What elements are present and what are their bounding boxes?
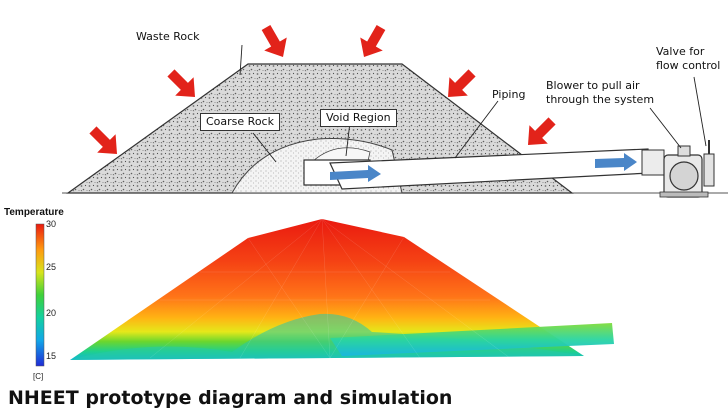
waste-rock-label: Waste Rock [136, 30, 200, 43]
red-arrow-icon [360, 25, 386, 57]
piping-label: Piping [492, 88, 526, 101]
valve-icon [703, 140, 715, 187]
temperature-colorbar [35, 223, 45, 367]
temperature-simulation [35, 218, 614, 367]
legend-unit: [C] [33, 372, 44, 381]
red-arrows [89, 25, 556, 154]
pipe-flange [641, 149, 665, 176]
red-arrow-icon [448, 69, 476, 97]
legend-tick: 30 [46, 219, 57, 229]
coarse-rock-label: Coarse Rock [200, 113, 280, 131]
void-region-label: Void Region [320, 109, 397, 127]
red-arrow-icon [167, 69, 195, 97]
leader-line [239, 44, 243, 76]
prototype-diagram [62, 25, 728, 198]
flow-arrow-icon [595, 153, 637, 171]
red-arrow-icon [261, 25, 287, 57]
pipe-heat [330, 323, 614, 356]
leader-line [454, 100, 499, 159]
mesh-lines [149, 218, 511, 359]
leader-line [693, 76, 707, 147]
legend-tick: 20 [46, 308, 57, 318]
legend-tick: 15 [46, 351, 57, 361]
figure-caption: NHEET prototype diagram and simulation [8, 387, 453, 409]
blower-icon [659, 145, 709, 198]
valve-label: Valve for flow control [656, 45, 721, 72]
leader-line [345, 121, 351, 157]
red-arrow-icon [528, 117, 556, 145]
legend-tick: 25 [46, 262, 57, 272]
heat-map-pile [70, 219, 584, 360]
leader-line [252, 132, 277, 163]
red-arrow-icon [89, 126, 117, 154]
leader-line [649, 107, 682, 149]
legend-title: Temperature [4, 207, 64, 218]
blower-label: Blower to pull air through the system [546, 79, 655, 106]
flow-arrow-icon [330, 165, 381, 182]
